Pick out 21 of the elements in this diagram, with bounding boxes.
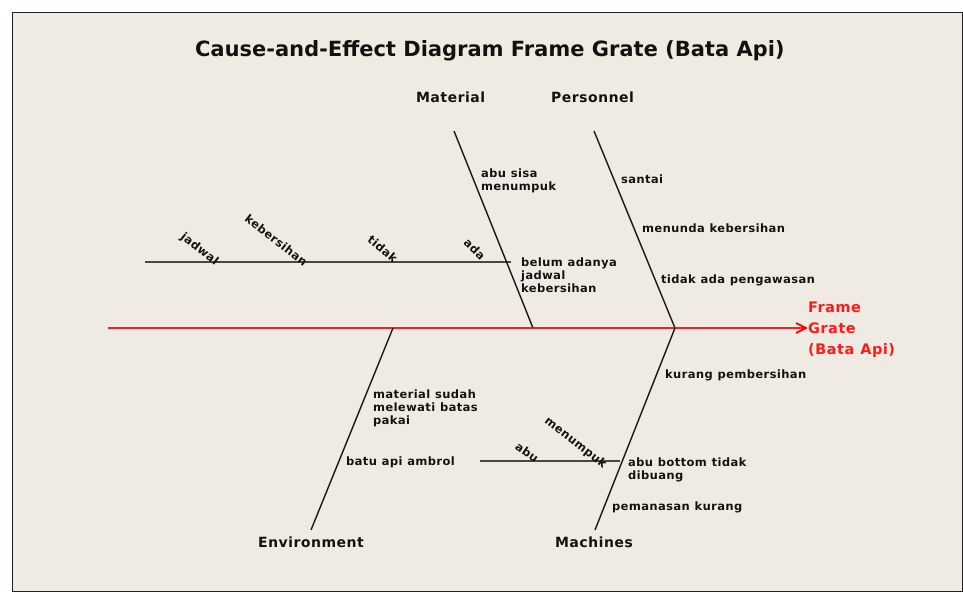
effect-label: Frame Grate (Bata Api): [808, 298, 900, 362]
cause-label: belum adanya jadwal kebersihan: [521, 256, 618, 296]
cause-label: abu bottom tidak dibuang: [628, 456, 748, 482]
cause-label: material sudah melewati batas pakai: [373, 388, 480, 428]
cause-label: batu api ambrol: [346, 455, 456, 468]
bone-line: [594, 328, 676, 530]
cause-label: pemanasan kurang: [612, 500, 743, 514]
cause-label: menunda kebersihan: [642, 222, 786, 236]
category-label: Material: [416, 88, 486, 132]
cause-label: tidak ada pengawasan: [661, 273, 816, 286]
bone-line: [593, 130, 676, 328]
category-label: Personnel: [551, 88, 634, 132]
bone-line: [453, 130, 534, 328]
category-label: Environment: [258, 530, 364, 554]
bone-line: [310, 328, 394, 530]
cause-label: santai: [621, 173, 664, 186]
spine-arrow: [108, 322, 807, 334]
diagram-title: Cause-and-Effect Diagram Frame Grate (Bata Api): [195, 37, 785, 61]
cause-label: kurang pembersihan: [665, 368, 807, 382]
category-label: Machines: [555, 530, 634, 554]
sub-cause-label: abu: [512, 440, 541, 466]
